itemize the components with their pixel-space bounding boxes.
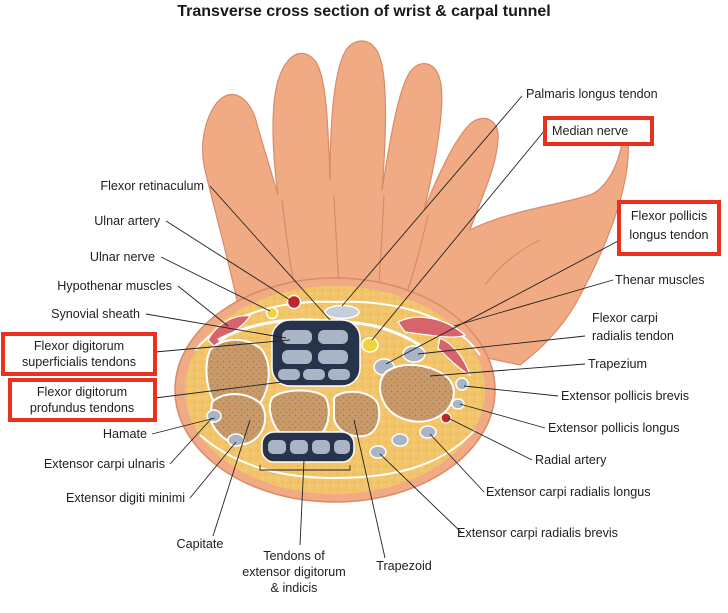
label-median-nerve: Median nerve	[552, 124, 628, 138]
label-synovial-sheath: Synovial sheath	[51, 307, 140, 321]
label-radial-artery: Radial artery	[535, 453, 607, 467]
label-trapezium: Trapezium	[588, 357, 647, 371]
highlight-boxes	[1, 116, 721, 422]
label-ulnar-nerve: Ulnar nerve	[90, 250, 155, 264]
label-extensor-digiti-minimi: Extensor digiti minimi	[66, 491, 185, 505]
wrist-section	[174, 277, 496, 503]
label-hamate: Hamate	[103, 427, 147, 441]
fds-highlight	[1, 332, 157, 376]
label-ext-dig-line2: extensor digitorum	[242, 565, 346, 579]
leader-lines	[145, 95, 621, 559]
label-hypothenar-muscles: Hypothenar muscles	[57, 279, 172, 293]
label-flexor-retinaculum: Flexor retinaculum	[100, 179, 204, 193]
label-fds-line2: superficialis tendons	[22, 355, 136, 369]
label-trapezoid: Trapezoid	[376, 559, 432, 573]
label-ulnar-artery: Ulnar artery	[94, 214, 160, 228]
label-extensor-carpi-ulnaris: Extensor carpi ulnaris	[44, 457, 165, 471]
label-ext-dig-line3: & indicis	[271, 581, 318, 595]
label-thenar-muscles: Thenar muscles	[615, 273, 705, 287]
label-fcr-line2: radialis tendon	[592, 329, 674, 343]
label-fdp-line1: Flexor digitorum	[37, 385, 127, 399]
median-nerve-highlight	[543, 116, 654, 146]
label-fpl-line2: longus tendon	[629, 228, 708, 242]
fpl-highlight	[617, 200, 721, 256]
label-fcr-line1: Flexor carpi	[592, 311, 658, 325]
label-fds-line1: Flexor digitorum	[34, 339, 124, 353]
fdp-highlight	[8, 378, 157, 422]
label-ecrb: Extensor carpi radialis brevis	[457, 526, 618, 540]
labels: Palmaris longus tendon Median nerve Flex…	[22, 87, 709, 595]
diagram-title: Transverse cross section of wrist & carp…	[177, 3, 550, 20]
label-extensor-pollicis-brevis: Extensor pollicis brevis	[561, 389, 689, 403]
label-capitate: Capitate	[177, 537, 224, 551]
label-fdp-line2: profundus tendons	[30, 401, 134, 415]
label-fpl-line1: Flexor pollicis	[631, 209, 707, 223]
label-palmaris-longus: Palmaris longus tendon	[526, 87, 658, 101]
label-ext-dig-line1: Tendons of	[263, 549, 325, 563]
label-ecrl: Extensor carpi radialis longus	[486, 485, 651, 499]
label-extensor-pollicis-longus: Extensor pollicis longus	[548, 421, 680, 435]
